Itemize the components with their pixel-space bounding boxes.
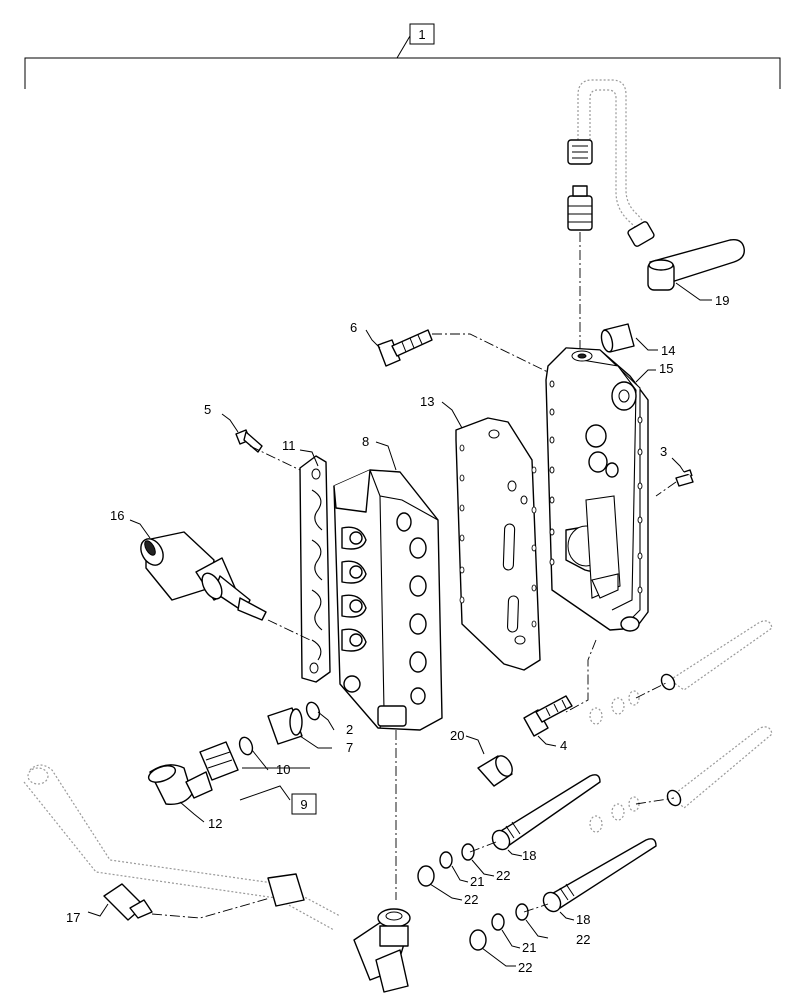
group-label-1: 1 — [418, 27, 425, 42]
callout-2: 2 — [346, 722, 353, 737]
centerline-5 — [249, 445, 301, 471]
pipe-ghost-lower — [23, 764, 341, 931]
kit-9-bracket: 9 — [239, 767, 317, 815]
callout-8: 8 — [362, 434, 369, 449]
callout-20: 20 — [450, 728, 464, 743]
callout-19: 19 — [715, 293, 729, 308]
part-11-gasket — [299, 449, 331, 683]
part-18-tube-upper — [417, 774, 601, 901]
callout-22-lower-right: 22 — [576, 932, 590, 947]
callout-16: 16 — [110, 508, 124, 523]
callout-18-upper: 18 — [522, 848, 536, 863]
part-19-elbow-tube — [567, 139, 745, 301]
part-12-pressure-switch — [147, 741, 239, 823]
part-8-valve-body — [333, 441, 443, 731]
callout-7: 7 — [346, 740, 353, 755]
callout-10: 10 — [276, 762, 290, 777]
tube-ghost-middle — [589, 726, 773, 833]
centerline-4 — [565, 639, 597, 713]
callout-3: 3 — [660, 444, 667, 459]
part-10-oring — [238, 736, 269, 771]
elbow-fitting — [353, 908, 411, 993]
nipple-fitting — [567, 185, 593, 231]
callout-15: 15 — [659, 361, 673, 376]
part-6-bolt — [365, 329, 561, 379]
callout-22-upper-left: 22 — [464, 892, 478, 907]
part-2-oring — [305, 701, 335, 731]
part-5-screw — [221, 413, 263, 453]
kit-label-9: 9 — [300, 797, 307, 812]
part-16-solenoid-valve — [129, 519, 267, 621]
pipe-19-ghost — [577, 79, 649, 233]
callout-22-upper-right: 22 — [496, 868, 510, 883]
callout-14: 14 — [661, 343, 675, 358]
part-14-bushing — [600, 323, 658, 353]
callout-13: 13 — [420, 394, 434, 409]
callout-18-lower: 18 — [576, 912, 590, 927]
part-3-screw — [655, 457, 694, 497]
callout-4: 4 — [560, 738, 567, 753]
part-7-adapter — [267, 707, 332, 749]
callout-12: 12 — [208, 816, 222, 831]
callout-11: 11 — [282, 438, 296, 453]
part-17-sensor — [87, 883, 271, 921]
callout-17: 17 — [66, 910, 80, 925]
part-20-plug — [465, 735, 513, 787]
callout-21-lower: 21 — [522, 940, 536, 955]
callout-labels: 19 6 14 15 5 13 11 8 3 16 2 7 20 4 10 12… — [66, 293, 729, 975]
part-18-tube-lower — [469, 838, 657, 967]
part-4-bolt — [523, 695, 573, 747]
callout-6: 6 — [350, 320, 357, 335]
callout-5: 5 — [204, 402, 211, 417]
callout-22-lower-left: 22 — [518, 960, 532, 975]
part-15-valve-plate — [545, 347, 656, 632]
part-13-gasket — [441, 401, 541, 671]
callout-21-upper: 21 — [470, 874, 484, 889]
centerline-16 — [267, 619, 311, 641]
tube-ghost-upper — [589, 620, 773, 725]
assembly-bracket: 1 — [24, 23, 781, 89]
